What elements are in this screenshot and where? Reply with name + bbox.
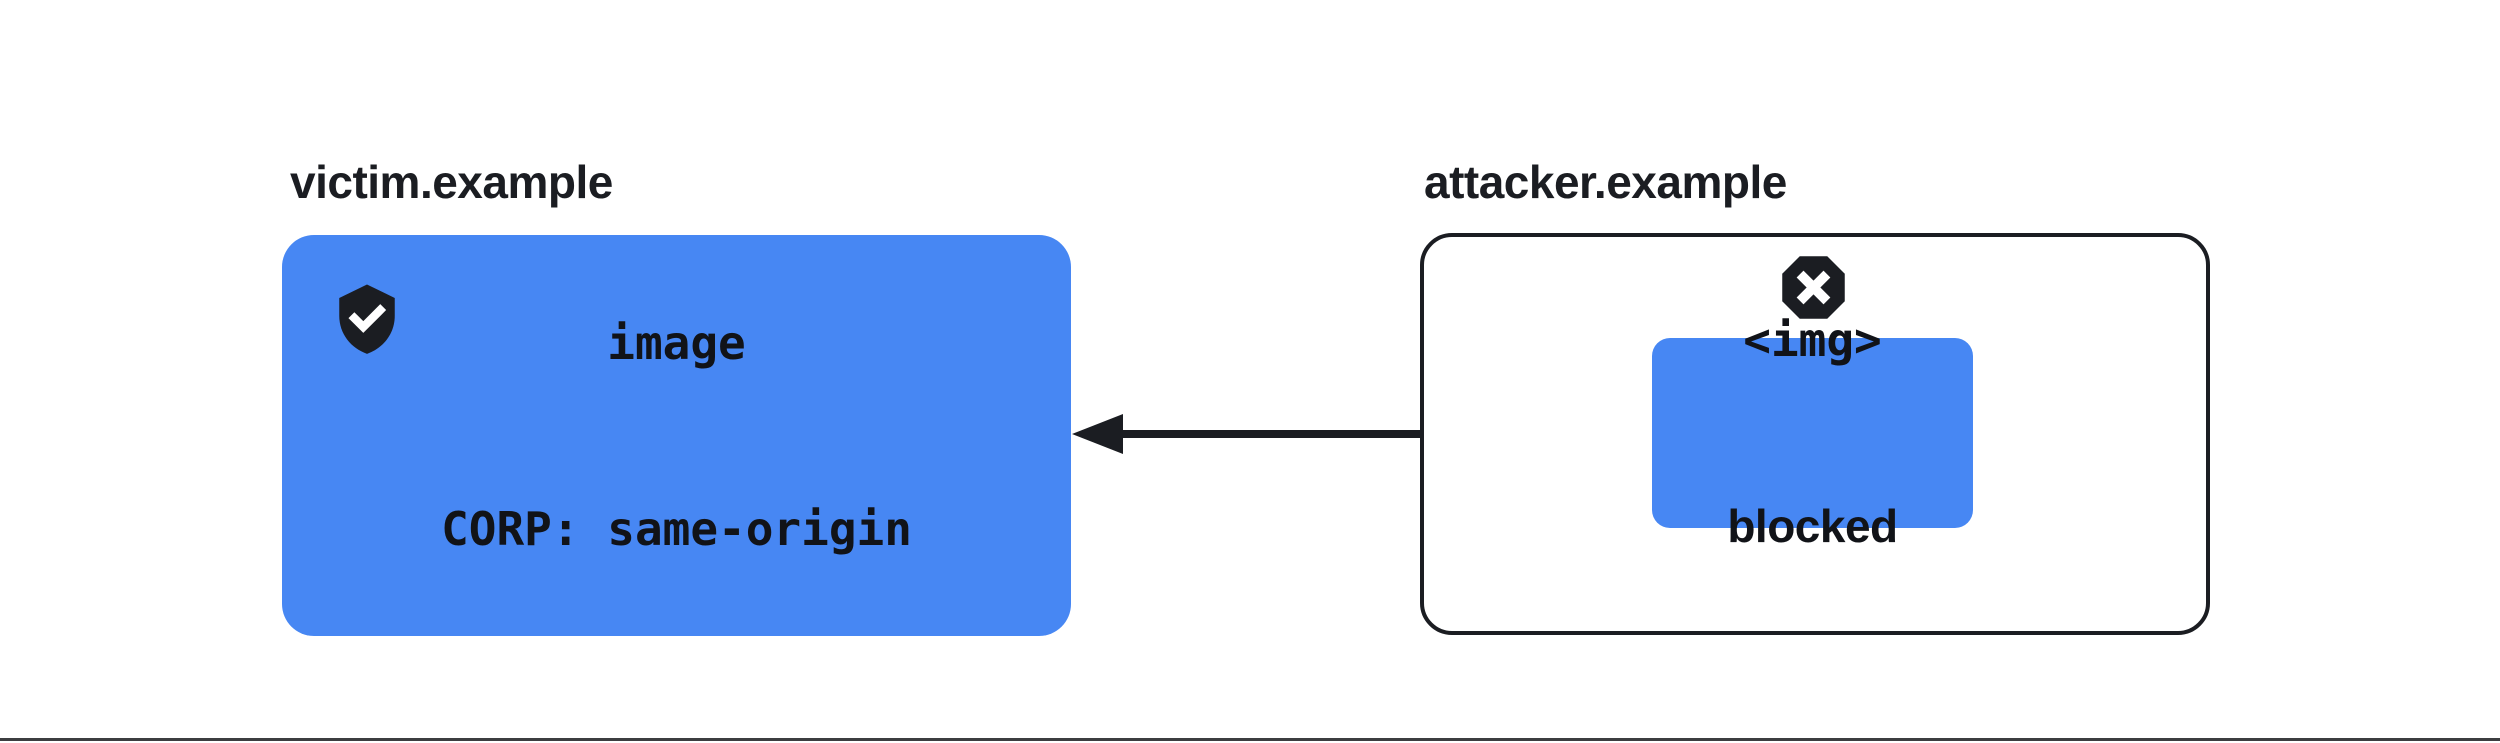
blocked-octagon-x-icon xyxy=(1776,250,1851,325)
img-tag: <img> xyxy=(1743,313,1882,367)
victim-resource-text: image CORP: same-origin xyxy=(282,188,1071,684)
resource-name: image xyxy=(607,315,746,370)
blocked-img-request-box: <img> blocked xyxy=(1652,313,1973,552)
request-arrow-head xyxy=(1072,414,1123,454)
corp-policy: CORP: same-origin xyxy=(441,501,912,556)
victim-domain-label: victim.example xyxy=(290,156,613,208)
victim-origin-box: image CORP: same-origin xyxy=(282,235,1071,636)
blocked-img-text: <img> blocked xyxy=(1652,185,1973,681)
attacker-origin-box: <img> blocked xyxy=(1420,233,2210,635)
blocked-status: blocked xyxy=(1727,500,1898,552)
shield-check-icon xyxy=(330,271,404,367)
request-arrow-shaft xyxy=(1123,430,1655,438)
bottom-divider-line xyxy=(0,738,2500,741)
attacker-domain-label: attacker.example xyxy=(1424,156,1787,208)
